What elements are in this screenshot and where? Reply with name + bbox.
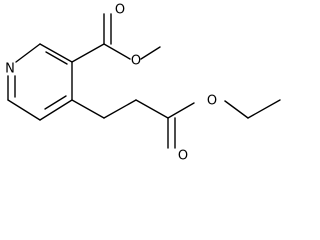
ester-methoxy-oxygen-label: O bbox=[131, 54, 141, 69]
propanoate-ether-oxygen-label: O bbox=[207, 94, 217, 109]
ester-carbonyl-oxygen-label: O bbox=[115, 3, 125, 18]
bond-ester-single-oxygen bbox=[103, 43, 131, 60]
propanoate-carbonyl-oxygen-label: O bbox=[178, 149, 188, 164]
bond-c4-c5 bbox=[39, 99, 73, 121]
bond-ch2-carbonyl-carbon bbox=[135, 99, 169, 119]
ethyl-propanoate-chain bbox=[71, 99, 281, 149]
bond-c2-c3 bbox=[39, 43, 73, 63]
bond-methoxy-methyl bbox=[140, 46, 161, 60]
ring-nitrogen-label: N bbox=[5, 62, 15, 77]
bond-c4-c5-inner bbox=[44, 95, 67, 110]
bond-carbonyl-ether-oxygen bbox=[167, 102, 195, 119]
bond-c3-c3-inner bbox=[45, 51, 68, 65]
bond-ether-oxygen-ch2 bbox=[224, 100, 249, 119]
bond-ring-ester-carbon bbox=[71, 43, 105, 63]
bond-ethyl-ch2-ch3 bbox=[247, 99, 281, 119]
bond-ring-ch2 bbox=[71, 99, 105, 119]
bond-c5-c6 bbox=[7, 99, 41, 121]
bond-n-c2 bbox=[15, 43, 41, 63]
bond-ch2-ch2 bbox=[103, 99, 137, 119]
chemical-structure: N O O O O bbox=[5, 3, 281, 164]
methyl-ester-group bbox=[71, 13, 161, 63]
pyridine-ring bbox=[7, 43, 73, 121]
